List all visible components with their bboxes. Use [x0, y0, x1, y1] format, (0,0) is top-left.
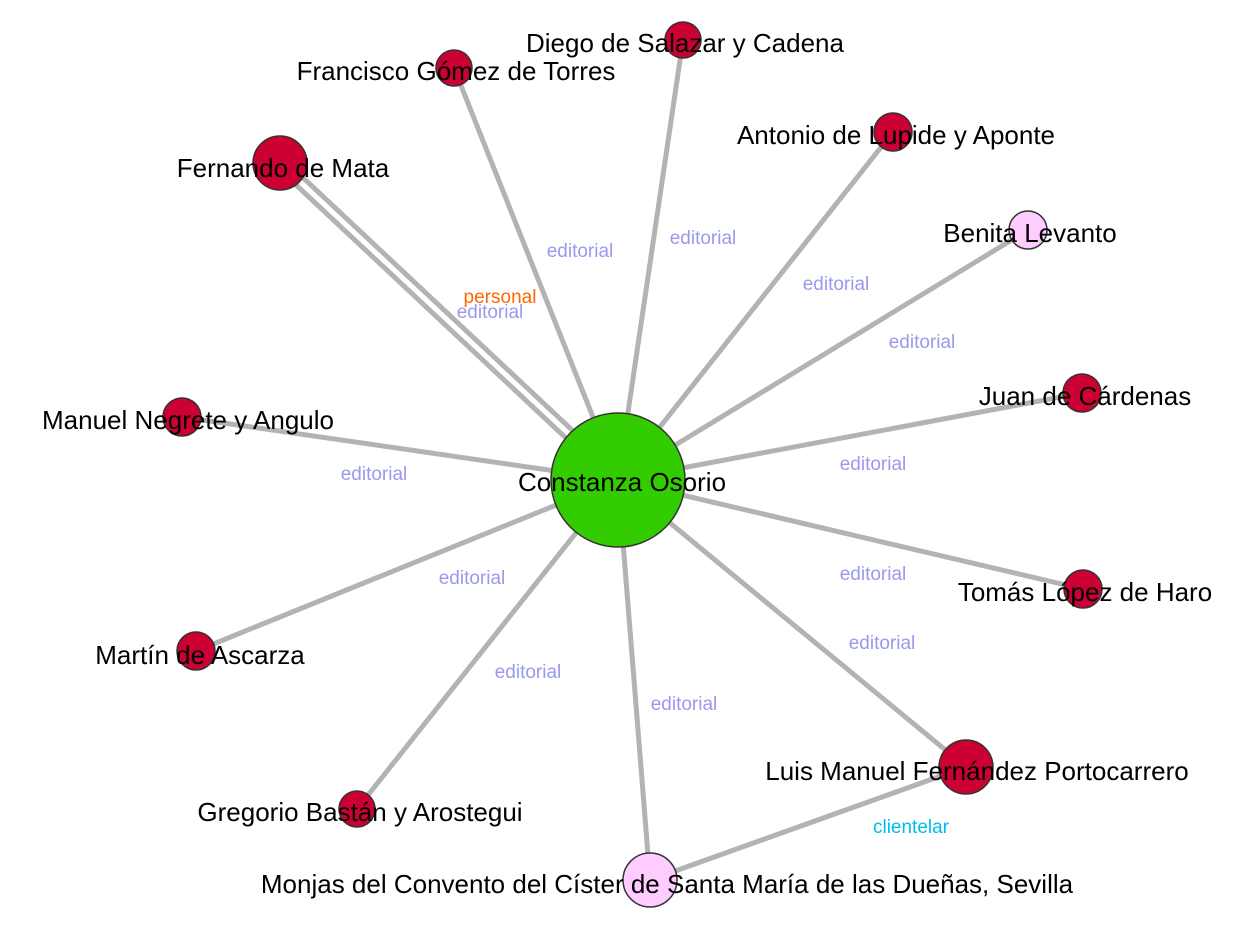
- node-manuel[interactable]: [162, 397, 202, 437]
- edge-constanza-luis: [616, 478, 968, 769]
- node-label-monjas: Monjas del Convento del Císter de Santa …: [261, 869, 1074, 899]
- edge-label-editorial: editorial: [670, 228, 737, 249]
- node-benita[interactable]: [1008, 210, 1048, 250]
- node-labels-layer: Constanza Osorio Diego de Salazar y Caden…: [42, 28, 1212, 899]
- node-tomas[interactable]: [1063, 569, 1103, 609]
- edge-label-editorial: editorial: [651, 694, 718, 715]
- node-martin[interactable]: [176, 631, 216, 671]
- edge-label-editorial: editorial: [457, 302, 524, 323]
- edge-constanza-antonio: [616, 130, 895, 482]
- node-label-francisco: Francisco Gómez de Torres: [297, 56, 616, 86]
- edge-constanza-tomas: [617, 477, 1084, 592]
- node-label-gregorio: Gregorio Bastán y Arostegui: [197, 797, 522, 827]
- node-label-juan: Juan de Cárdenas: [979, 381, 1191, 411]
- node-luis[interactable]: [938, 739, 994, 795]
- node-monjas[interactable]: [622, 852, 678, 908]
- node-label-fernando: Fernando de Mata: [177, 153, 390, 183]
- edge-label-editorial: editorial: [889, 332, 956, 353]
- edge-label-editorial: editorial: [849, 633, 916, 654]
- nodes-layer: [162, 21, 1103, 908]
- edge-constanza-martin: [195, 477, 619, 654]
- edge-labels-layer: editorialeditorialeditorialpersonaledito…: [341, 228, 956, 838]
- edge-constanza-gregorio: [355, 478, 620, 811]
- edge-label-editorial: editorial: [495, 662, 562, 683]
- node-label-constanza: Constanza Osorio: [518, 467, 726, 497]
- node-label-antonio: Antonio de Lupide y Aponte: [737, 120, 1055, 150]
- node-label-tomas: Tomás López de Haro: [958, 577, 1212, 607]
- edge-constanza-fernando: [274, 164, 617, 486]
- node-constanza[interactable]: [550, 412, 686, 548]
- edge-constanza-francisco: [451, 67, 621, 481]
- edge-label-editorial: editorial: [439, 568, 506, 589]
- node-juan[interactable]: [1062, 373, 1102, 413]
- node-antonio[interactable]: [873, 112, 913, 152]
- edge-label-editorial: editorial: [840, 564, 907, 585]
- node-label-diego: Diego de Salazar y Cadena: [526, 28, 845, 58]
- node-gregorio[interactable]: [338, 790, 376, 828]
- node-fernando[interactable]: [252, 135, 308, 191]
- edge-label-editorial: editorial: [547, 241, 614, 262]
- edges-layer: [181, 39, 1084, 883]
- node-label-manuel: Manuel Negrete y Angulo: [42, 405, 334, 435]
- node-label-martin: Martín de Ascarza: [95, 640, 305, 670]
- edge-constanza-juan: [617, 390, 1083, 483]
- node-francisco[interactable]: [435, 49, 473, 87]
- edge-luis-monjas: [649, 764, 967, 883]
- edge-constanza-diego: [615, 39, 686, 481]
- edge-constanza-fernando: [281, 157, 624, 479]
- edge-label-editorial: editorial: [341, 464, 408, 485]
- edge-constanza-manuel: [181, 414, 619, 483]
- edge-label-editorial: editorial: [840, 454, 907, 475]
- edge-label-personal: personal: [464, 287, 537, 308]
- edge-label-editorial: editorial: [803, 274, 870, 295]
- edge-label-clientelar: clientelar: [873, 817, 950, 838]
- edge-constanza-benita: [616, 227, 1030, 483]
- node-diego[interactable]: [664, 21, 702, 59]
- node-label-luis: Luis Manuel Fernández Portocarrero: [765, 756, 1188, 786]
- node-label-benita: Benita Levanto: [943, 218, 1116, 248]
